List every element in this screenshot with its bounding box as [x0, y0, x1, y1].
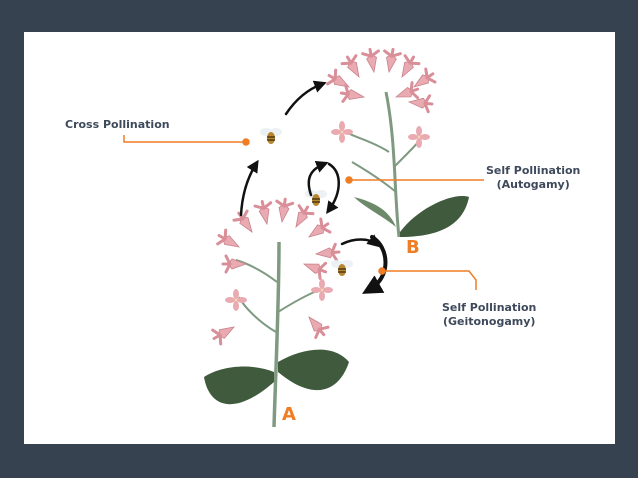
arrow-icon — [239, 159, 259, 217]
plant-b — [323, 46, 469, 238]
geitonogamy-label: Self Pollination (Geitonogamy) — [442, 301, 536, 329]
autogamy-label-line1: Self Pollination — [486, 164, 581, 177]
plant-a-letter: A — [282, 404, 296, 425]
autogamy-label: Self Pollination (Autogamy) — [486, 164, 580, 192]
leaf-icon — [204, 366, 274, 405]
arrow-icon — [362, 235, 388, 294]
autogamy-label-line2: (Autogamy) — [496, 178, 570, 191]
bee-icon — [304, 189, 328, 207]
arrow-icon — [307, 160, 329, 197]
bee-icon — [259, 127, 283, 145]
cross-pollination-label: Cross Pollination — [65, 118, 170, 131]
pollination-diagram — [123, 46, 484, 428]
leaf-icon — [278, 349, 349, 391]
leaf-icon — [400, 196, 469, 237]
geitonogamy-label-line1: Self Pollination — [442, 301, 537, 314]
arrow-icon — [340, 234, 380, 248]
plant-a — [204, 196, 349, 428]
arrow-icon — [326, 162, 340, 215]
bee-icon — [330, 259, 354, 277]
plant-b-letter: B — [406, 237, 420, 258]
geitonogamy-label-line2: (Geitonogamy) — [442, 315, 536, 328]
leader-lines — [123, 135, 484, 290]
arrow-icon — [284, 80, 327, 116]
diagram-panel: Cross Pollination Self Pollination (Auto… — [24, 32, 615, 444]
